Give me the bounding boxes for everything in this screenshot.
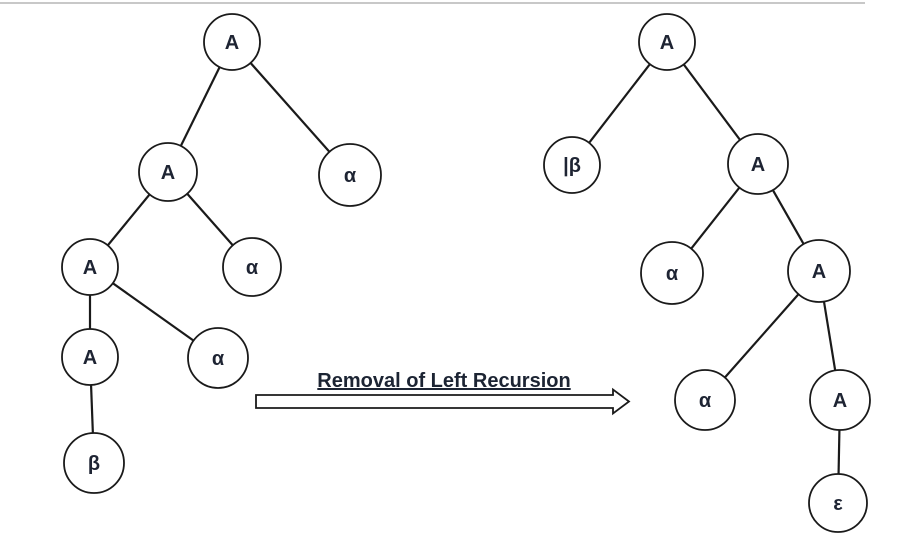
tree-node-label: α xyxy=(344,165,357,187)
tree-node-circle xyxy=(727,133,789,195)
tree-node-circle xyxy=(187,327,249,389)
tree-node-circle xyxy=(203,13,261,71)
tree-node-circle xyxy=(674,369,736,431)
tree-node-circle xyxy=(543,136,601,194)
top-divider xyxy=(0,2,865,4)
tree-node-circle xyxy=(809,369,871,431)
tree-node-label: α xyxy=(666,263,679,285)
tree-node-circle xyxy=(318,143,382,207)
tree-node-label: α xyxy=(699,390,712,412)
tree-node-circle xyxy=(638,13,696,71)
tree-node-label: α xyxy=(246,257,259,279)
arrow-label: Removal of Left Recursion xyxy=(317,370,571,392)
tree-node-circle xyxy=(63,432,125,494)
tree-node-circle xyxy=(61,328,119,386)
tree-node-label: A xyxy=(83,347,97,369)
tree-node-label: A xyxy=(225,32,239,54)
tree-node-circle xyxy=(640,241,704,305)
tree-node-label: A xyxy=(660,32,674,54)
tree-node-label: A xyxy=(161,162,175,184)
tree-node-label: α xyxy=(212,348,225,370)
tree-node-circle xyxy=(787,239,851,303)
transformation-arrow xyxy=(255,387,631,416)
tree-node-circle xyxy=(61,238,119,296)
tree-node-circle xyxy=(222,237,282,297)
tree-node-label: ε xyxy=(833,493,843,515)
tree-node-circle xyxy=(808,473,868,533)
tree-node-label: A xyxy=(812,261,826,283)
tree-node-label: β xyxy=(88,453,100,475)
tree-node-circle xyxy=(138,142,198,202)
tree-node-label: A xyxy=(751,154,765,176)
tree-node-label: A xyxy=(83,257,97,279)
tree-node-label: A xyxy=(833,390,847,412)
tree-node-label: |β xyxy=(563,155,581,177)
